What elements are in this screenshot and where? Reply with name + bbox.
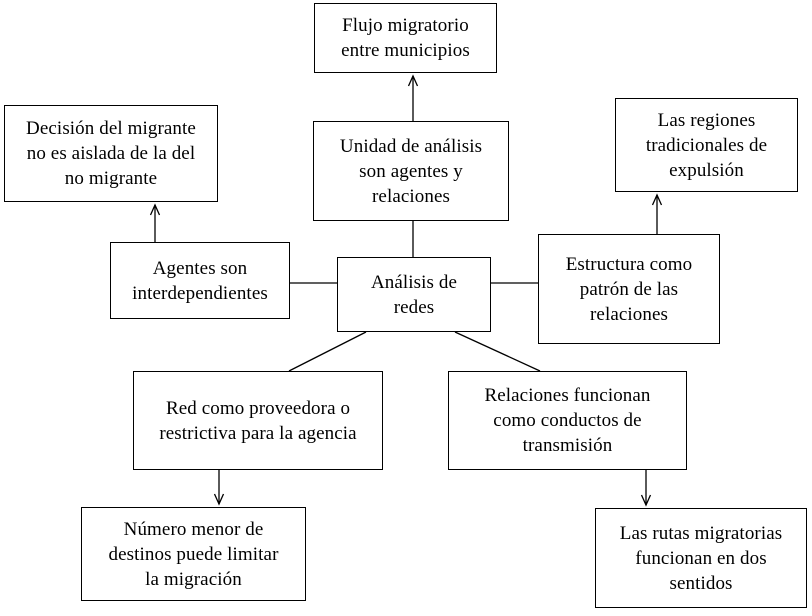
- node-rutas-migratorias: Las rutas migratorias funcionan en dos s…: [595, 508, 807, 608]
- edge-analisis-to-red-diagonal: [288, 331, 367, 372]
- node-analisis-redes: Análisis de redes: [337, 257, 491, 332]
- node-flujo-migratorio: Flujo migratorio entre municipios: [314, 3, 497, 73]
- node-unidad-analisis: Unidad de análisis son agentes y relacio…: [313, 121, 509, 221]
- node-numero-menor: Número menor de destinos puede limitar l…: [81, 507, 306, 601]
- node-agentes-interdependientes: Agentes son interdependientes: [110, 242, 290, 319]
- node-red-proveedora: Red como proveedora o restrictiva para l…: [133, 371, 383, 470]
- node-regiones-expulsion: Las regiones tradicionales de expulsión: [615, 98, 798, 192]
- edge-analisis-to-relaciones-diagonal: [454, 331, 541, 372]
- node-estructura-patron: Estructura como patrón de las relaciones: [538, 234, 720, 344]
- node-relaciones-conductos: Relaciones funcionan como conductos de t…: [448, 371, 687, 470]
- node-decision-migrante: Decisión del migrante no es aislada de l…: [4, 105, 218, 202]
